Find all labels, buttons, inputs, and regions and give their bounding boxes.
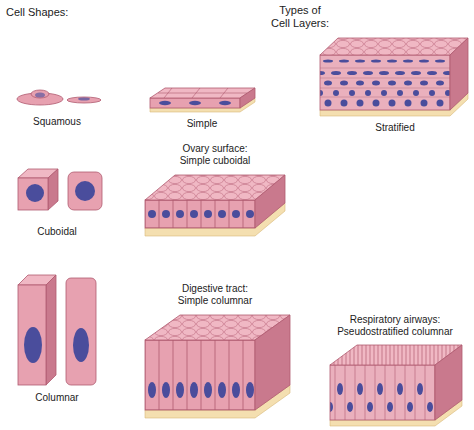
layer-label: Respiratory airways: Pseudostratified co… <box>334 314 456 338</box>
layer-label: Simple <box>162 118 242 130</box>
shape-label: Squamous <box>17 116 97 128</box>
shape-label: Columnar <box>17 392 97 404</box>
cuboidal-cell <box>18 169 102 210</box>
squamous-cell <box>17 90 101 105</box>
simple-cuboidal-layer <box>145 175 285 236</box>
stratified-layer <box>320 38 468 116</box>
simple-columnar-layer <box>145 315 290 418</box>
layer-label: Digestive tract: Simple columnar <box>168 283 263 307</box>
section-heading: Cell Shapes: <box>6 6 96 19</box>
simple-squamous-layer <box>150 88 255 112</box>
shape-label: Cuboidal <box>17 226 97 238</box>
columnar-cell <box>18 275 96 385</box>
layer-label: Ovary surface: Simple cuboidal <box>170 143 260 167</box>
pseudostratified-layer <box>330 345 462 426</box>
section-heading: Types of Cell Layers: <box>269 4 331 30</box>
layer-label: Stratified <box>350 122 440 134</box>
